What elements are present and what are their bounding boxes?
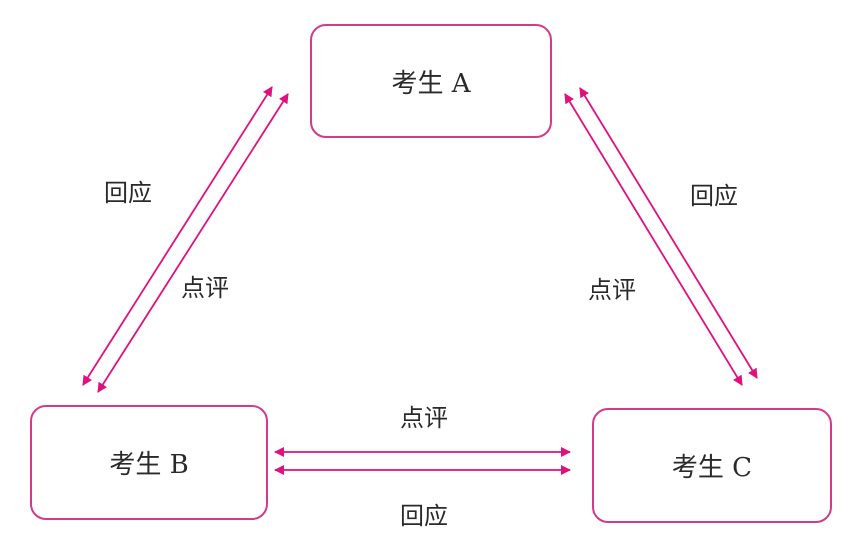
label-ab-response: 回应 [104, 179, 152, 207]
node-label: 考生 B [109, 450, 189, 480]
node-student-c: 考生 C [592, 408, 832, 523]
label-bc-response: 回应 [400, 502, 448, 530]
node-student-b: 考生 B [30, 405, 268, 520]
arrow-ac-response [579, 87, 758, 379]
label-ac-comment: 点评 [588, 276, 636, 304]
label-ab-comment: 点评 [181, 274, 229, 302]
arrow-ac-comment [564, 93, 743, 386]
arrow-ab-response [82, 86, 273, 386]
label-bc-comment: 点评 [400, 404, 448, 432]
node-student-a: 考生 A [310, 24, 552, 138]
node-label: 考生 A [391, 68, 471, 99]
node-label: 考生 C [671, 453, 753, 483]
arrow-ab-comment [97, 93, 289, 393]
label-ac-response: 回应 [690, 182, 738, 210]
